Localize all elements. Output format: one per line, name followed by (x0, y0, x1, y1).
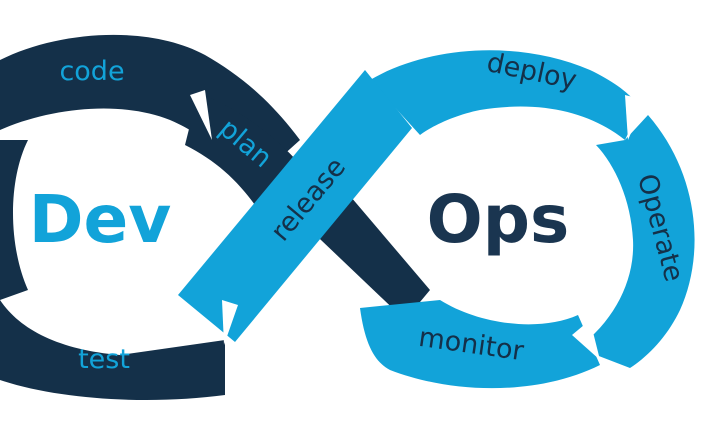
stage-label-code: code (59, 56, 124, 87)
separator-chevron (572, 320, 600, 360)
dev-loop-left-segment (0, 140, 28, 300)
separator-chevron (625, 95, 645, 140)
stage-label-test: test (78, 344, 130, 375)
dev-loop-bottom-segment (0, 300, 225, 400)
ops-loop-right-segment (578, 115, 695, 368)
dev-word: Dev (29, 181, 172, 258)
ops-loop-bottom-segment (360, 300, 600, 389)
ops-loop-top-segment (370, 50, 640, 140)
separator-chevron (190, 90, 212, 140)
ops-word: Ops (427, 181, 570, 258)
release-ribbon (178, 70, 412, 342)
separator-chevron (222, 300, 238, 345)
plan-segment (185, 93, 305, 205)
